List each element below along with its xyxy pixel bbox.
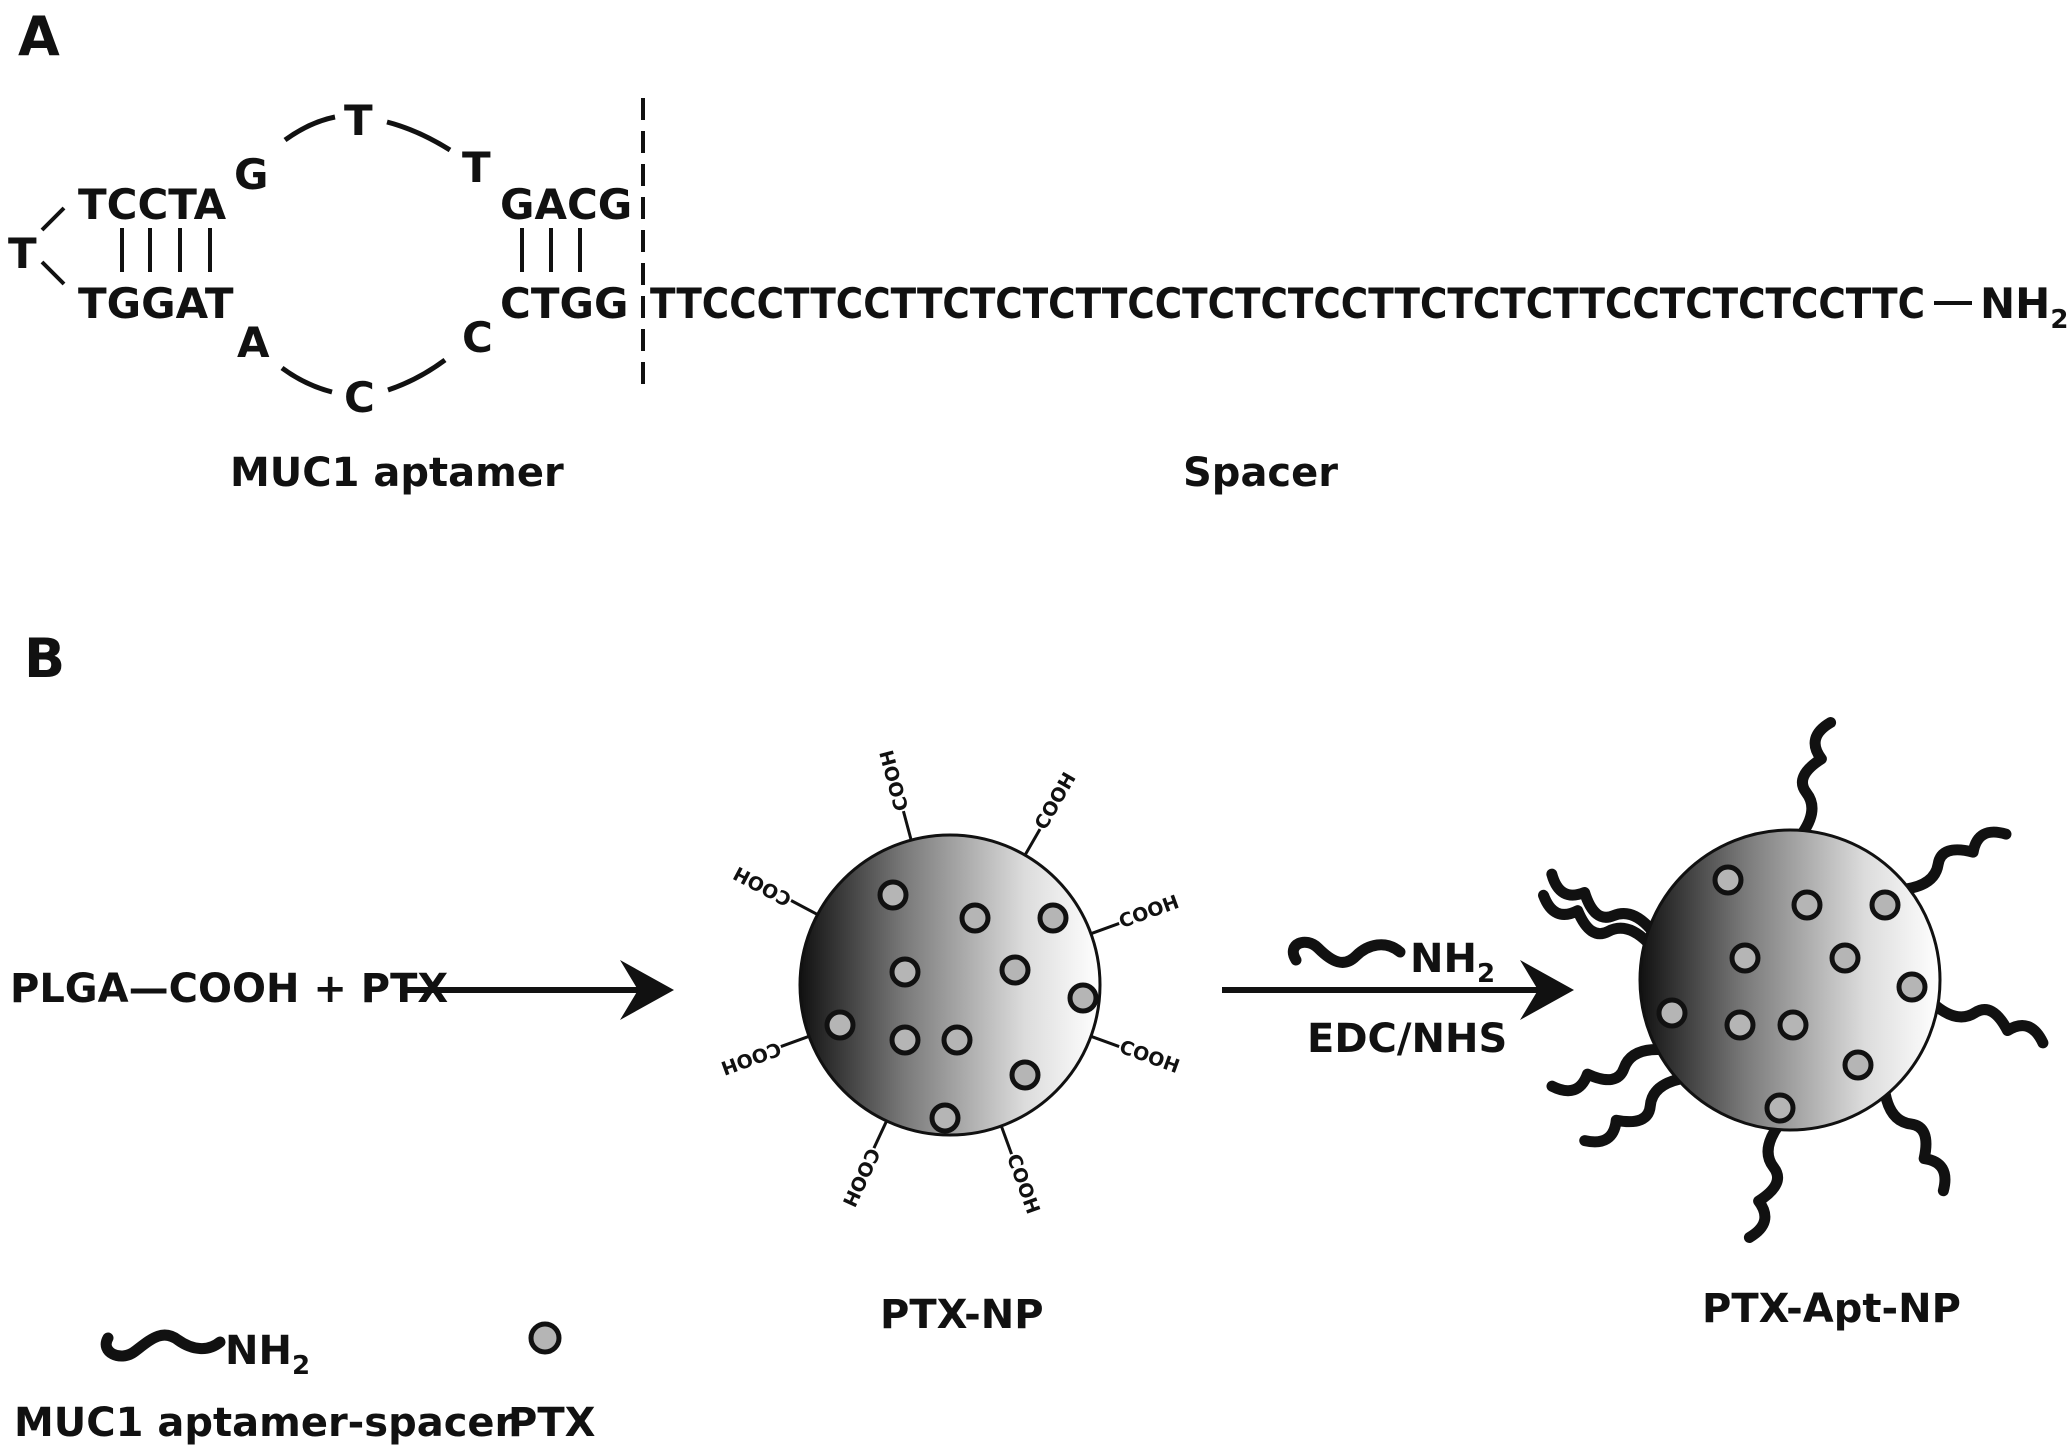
ptx-np-label: PTX-NP	[880, 1292, 1044, 1338]
ptx-dot	[1724, 1009, 1756, 1041]
ptx-dot	[1829, 942, 1861, 974]
legend-ptx-icon	[528, 1321, 562, 1355]
loop-base-c-right: C	[462, 313, 493, 362]
hairpin-base-t: T	[8, 229, 37, 278]
aptamer-strand	[1546, 868, 1657, 935]
stem-left-bottom: TGGAT	[78, 279, 234, 328]
ptx-dot	[941, 1024, 973, 1056]
loop-arc	[387, 357, 447, 393]
stem-left-top: TCCTA	[78, 180, 227, 229]
loop-base-g: G	[234, 150, 268, 199]
ptx-nanoparticle: COOH COOH COOH COOH COOH COOH COOH COOH	[718, 747, 1182, 1217]
cooh-label: COOH	[718, 1037, 784, 1079]
aptamer-strands	[1538, 717, 2049, 1243]
ptx-drug-cluster	[1656, 864, 1928, 1124]
ptx-dot	[1791, 889, 1823, 921]
legend-amine: NH2	[225, 1328, 310, 1381]
stem-right-bottom: CTGG	[500, 279, 628, 328]
ptx-dot	[999, 954, 1031, 986]
panel-a-label: A	[18, 5, 60, 68]
ptx-dot	[959, 902, 991, 934]
loop-arc	[280, 365, 333, 395]
reagent-amine: NH2	[1410, 936, 1495, 989]
loop-base-t-top: T	[344, 96, 373, 145]
ptx-dot	[1896, 971, 1928, 1003]
cooh-label: COOH	[1031, 769, 1081, 834]
nanoparticle-sphere	[798, 833, 1102, 1137]
ptx-dot	[1067, 982, 1099, 1014]
ptx-dot	[1764, 1092, 1796, 1124]
aptamer-strand	[1546, 1043, 1665, 1097]
cooh-label: COOH	[1116, 891, 1182, 933]
aptamer-strand	[1538, 889, 1653, 948]
ptx-apt-nanoparticle	[1538, 717, 2049, 1243]
reagent-label: EDC/NHS	[1307, 1016, 1507, 1062]
ptx-drug-cluster	[824, 879, 1099, 1134]
legend-ptx-label: PTX	[508, 1400, 596, 1446]
ptx-dot	[1777, 1009, 1809, 1041]
ptx-dot	[1869, 889, 1901, 921]
aptamer-strand	[1743, 1121, 1783, 1243]
ligand-bond	[790, 899, 819, 916]
ptx-dot	[824, 1009, 856, 1041]
aptamer-loop	[280, 114, 452, 395]
ptx-dot	[1729, 942, 1761, 974]
reactants-label: PLGA—COOH + PTX	[10, 966, 448, 1012]
ptx-dot	[929, 1102, 961, 1134]
cooh-label: COOH	[838, 1145, 884, 1211]
aptamer-strand	[1930, 1000, 2049, 1049]
cooh-label: COOH	[1116, 1036, 1182, 1078]
ligand-bond	[901, 810, 913, 841]
ligand-bond	[872, 1120, 888, 1149]
spacer-amine: NH2	[1980, 279, 2067, 335]
ligand-bond	[780, 1034, 810, 1048]
base-pair-bonds-right	[520, 228, 582, 272]
loop-base-c-bottom: C	[344, 373, 375, 422]
ptx-dot	[1009, 1059, 1041, 1091]
loop-base-a: A	[237, 318, 270, 367]
ptx-dot	[1842, 1049, 1874, 1081]
aptamer-spacer-icon	[1288, 936, 1406, 968]
ligand-bond	[1090, 1034, 1120, 1048]
aptamer-strand	[1901, 826, 2012, 895]
ptx-dot	[1712, 864, 1744, 896]
spacer-sequence: TTCCCTTCCTTCTCTCTTCCTCTCTCCTTCTCTCTTCCTC…	[650, 279, 1925, 328]
nanoparticle-sphere	[1638, 828, 1942, 1132]
ptx-apt-np-label: PTX-Apt-NP	[1702, 1286, 1961, 1332]
panel-b-label: B	[24, 627, 65, 690]
stem-right-top: GACG	[500, 180, 632, 229]
ligand-bond	[999, 1125, 1013, 1155]
ligand-bond	[1090, 922, 1120, 936]
aptamer-label: MUC1 aptamer	[230, 450, 564, 496]
aptamer-strand	[1579, 1073, 1686, 1148]
aptamer-strand	[1797, 717, 1837, 839]
cooh-label: COOH	[730, 862, 795, 911]
ligand-bond	[1023, 828, 1042, 856]
ptx-dot	[889, 956, 921, 988]
cooh-label: COOH	[1002, 1151, 1044, 1217]
legend-aptamer-label: MUC1 aptamer-spacer	[14, 1400, 515, 1446]
hairpin-bond	[40, 260, 66, 286]
base-pair-bonds-left	[120, 228, 212, 272]
ptx-dot	[1037, 902, 1069, 934]
legend-aptamer-icon	[100, 1329, 226, 1362]
ptx-dot	[877, 879, 909, 911]
ptx-dot	[1656, 997, 1688, 1029]
loop-arc	[386, 119, 452, 153]
ptx-dot	[889, 1024, 921, 1056]
spacer-label: Spacer	[1183, 450, 1338, 496]
aptamer-strand	[1879, 1087, 1951, 1197]
hairpin-bond	[40, 206, 66, 232]
loop-base-t-right: T	[462, 143, 491, 192]
cooh-label: COOH	[876, 747, 913, 813]
loop-arc	[283, 114, 336, 143]
